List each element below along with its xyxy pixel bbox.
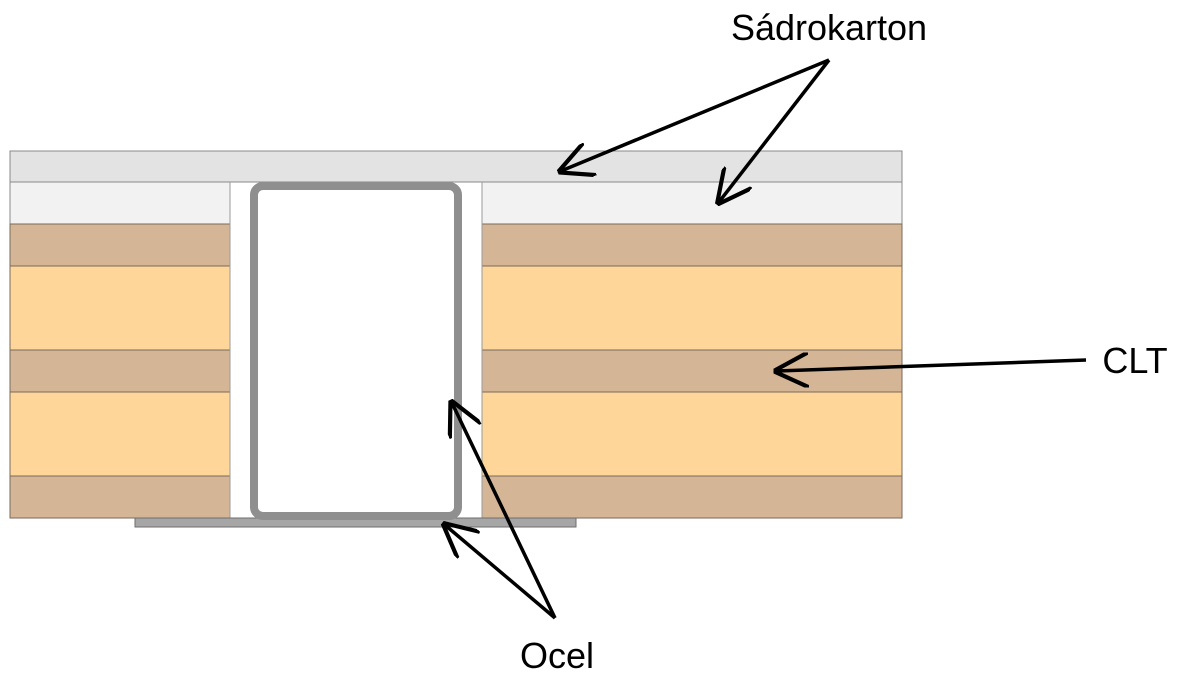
label-clt: CLT [1102, 340, 1167, 381]
arrow-clt [777, 360, 1087, 371]
left-panel [9, 181, 231, 519]
clt-layer-left-2 [9, 265, 231, 351]
clt-layer-left-3 [9, 349, 231, 393]
clt-layer-left-1 [9, 223, 231, 267]
gypsum-board-right [481, 181, 903, 225]
right-panel [481, 181, 903, 519]
gypsum-board-left [9, 181, 231, 225]
clt-layer-right-1 [481, 223, 903, 267]
clt-layer-left-5 [9, 475, 231, 519]
arrow-sadrokarton-top [561, 58, 830, 171]
gypsum-board-top [9, 150, 903, 183]
arrow-ocel-plate [445, 525, 557, 620]
clt-layer-left-4 [9, 391, 231, 477]
clt-layer-right-2 [481, 265, 903, 351]
steel-hollow-section [250, 182, 462, 520]
label-sadrokarton: Sádrokarton [731, 7, 927, 48]
label-ocel: Ocel [520, 635, 594, 676]
clt-layer-right-4 [481, 391, 903, 477]
arrow-ocel-section [452, 403, 557, 619]
arrow-sadrokarton-second [719, 58, 831, 202]
clt-layer-right-3 [481, 349, 903, 393]
clt-layer-right-5 [481, 475, 903, 519]
